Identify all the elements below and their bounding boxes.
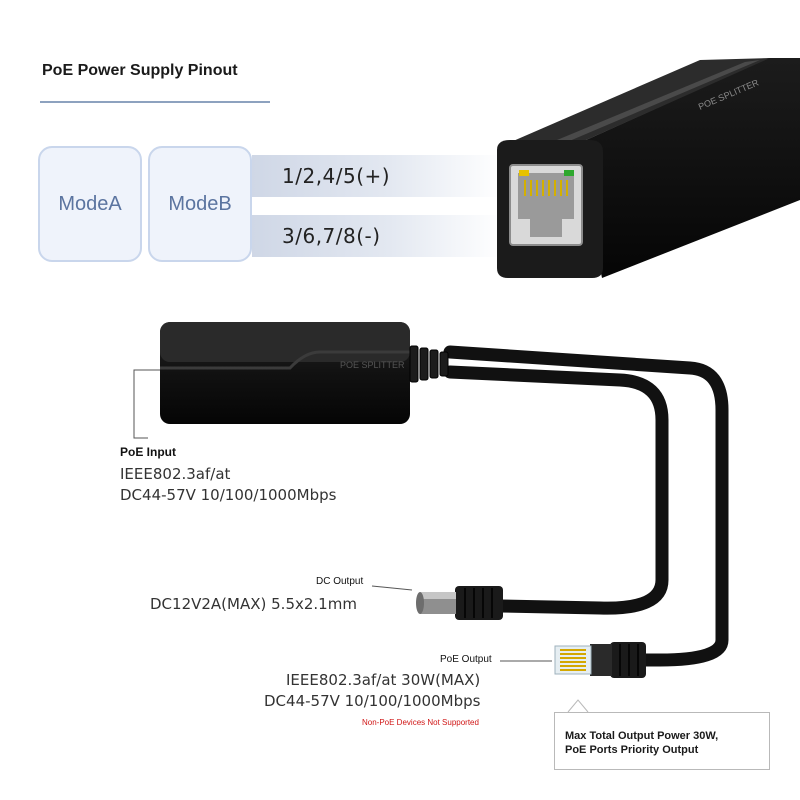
poe-output-heading: PoE Output bbox=[440, 654, 492, 665]
splitter-device-bottom: POE SPLITTER bbox=[160, 322, 449, 424]
pin-negative-band: 3/6,7/8(-) bbox=[252, 215, 502, 257]
dc-output-line1: DC12V2A(MAX) 5.5x2.1mm bbox=[150, 595, 357, 613]
cables bbox=[443, 345, 729, 667]
title-underline bbox=[40, 101, 270, 103]
pin-positive-band: 1/2,4/5(+) bbox=[252, 155, 502, 197]
dc-output-heading: DC Output bbox=[316, 576, 364, 587]
power-note-box: Max Total Output Power 30W, PoE Ports Pr… bbox=[554, 712, 770, 770]
poe-input-line1: IEEE802.3af/at bbox=[120, 465, 231, 483]
poe-input-heading: PoE Input bbox=[120, 445, 176, 459]
power-note-line2: PoE Ports Priority Output bbox=[565, 744, 699, 756]
pin-negative-label: 3/6,7/8(-) bbox=[282, 224, 381, 248]
poe-output-warning: Non-PoE Devices Not Supported bbox=[362, 718, 479, 727]
mode-b-box: ModeB bbox=[148, 146, 252, 262]
note-tail bbox=[567, 699, 589, 713]
rj45-plug bbox=[554, 642, 646, 678]
mode-a-label: ModeA bbox=[58, 192, 122, 215]
poe-input-callout bbox=[133, 369, 160, 439]
dc-barrel-plug bbox=[416, 586, 503, 620]
dc-output-callout bbox=[371, 585, 413, 591]
splitter-device-top: POE SPLITTER bbox=[497, 58, 800, 278]
page-title: PoE Power Supply Pinout bbox=[42, 62, 238, 79]
power-note-line1: Max Total Output Power 30W, bbox=[565, 730, 719, 742]
poe-output-line2: DC44-57V 10/100/1000Mbps bbox=[264, 692, 481, 710]
poe-output-line1: IEEE802.3af/at 30W(MAX) bbox=[286, 671, 481, 689]
pin-positive-label: 1/2,4/5(+) bbox=[282, 164, 391, 188]
mode-b-label: ModeB bbox=[168, 192, 232, 215]
mode-a-box: ModeA bbox=[38, 146, 142, 262]
svg-text:POE SPLITTER: POE SPLITTER bbox=[340, 360, 405, 370]
poe-input-line2: DC44-57V 10/100/1000Mbps bbox=[120, 486, 337, 504]
